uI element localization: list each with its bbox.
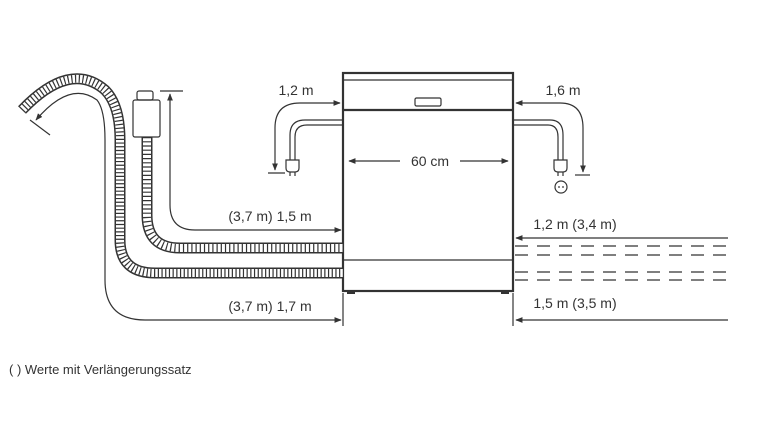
width-dimension: 60 cm (348, 153, 509, 169)
power-left-label: 1,2 m (278, 82, 313, 98)
inlet-hose: (3,7 m) 1,5 m (132, 90, 343, 254)
power-right-label: 1,6 m (545, 82, 580, 98)
right-upper-label: 1,2 m (3,4 m) (533, 216, 616, 232)
control-display (414, 97, 442, 107)
footnote: ( ) Werte mit Verlängerungssatz (9, 362, 192, 377)
inlet-hose-label: (3,7 m) 1,5 m (228, 208, 311, 224)
water-valve (132, 99, 161, 138)
right-lower-label: 1,5 m (3,5 m) (533, 295, 616, 311)
drain-hose: (3,7 m) 1,7 m (18, 73, 343, 323)
width-label: 60 cm (411, 153, 449, 169)
right-extensions: 1,2 m (3,4 m) 1,5 m (3,5 m) (515, 216, 728, 323)
dishwasher (341, 71, 515, 294)
plug-icon (553, 159, 568, 173)
drain-hose-label: (3,7 m) 1,7 m (228, 298, 311, 314)
foot-right (501, 291, 509, 294)
plug-icon (285, 159, 300, 173)
foot-left (347, 291, 355, 294)
power-cable-left: 1,2 m (268, 82, 343, 176)
power-cable-right: 1,6 m (513, 82, 590, 194)
socket-icon (554, 180, 568, 194)
